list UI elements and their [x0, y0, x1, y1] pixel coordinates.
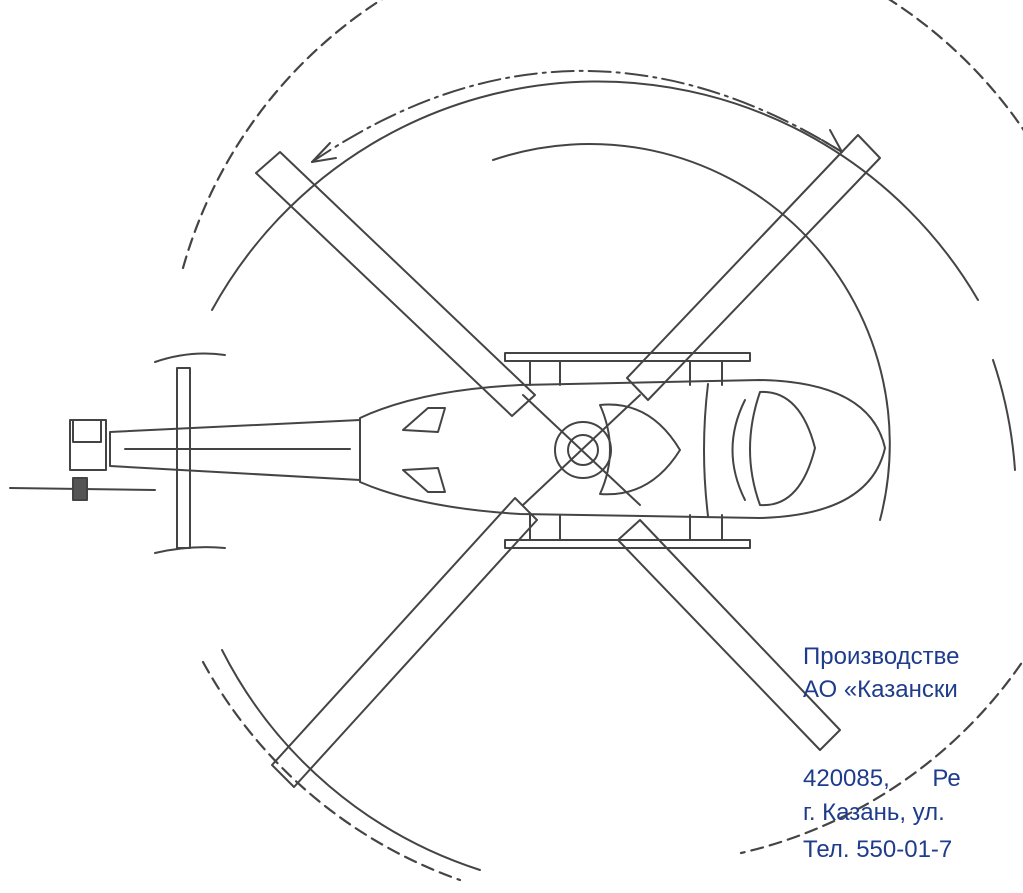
horizontal-stabilizer	[176, 367, 191, 549]
rotation-arrow-left	[311, 142, 337, 163]
rotor-blade	[617, 519, 841, 751]
rotor-blade	[255, 151, 536, 417]
rotor-disc-arc-right	[992, 359, 1016, 471]
side-window-top	[402, 407, 446, 433]
rotation-arc	[311, 69, 843, 163]
side-window-bottom	[402, 467, 446, 493]
skid-bottom-struts	[529, 514, 723, 541]
rotation-arrow-right	[821, 129, 843, 153]
tail-gearbox	[72, 419, 102, 443]
stabilizer-endplate-bottom	[154, 546, 226, 554]
rotor-hub-inner	[567, 434, 599, 466]
rotor-disc-arc	[211, 80, 979, 311]
cockpit-canopy	[749, 390, 816, 507]
cockpit-window	[731, 399, 746, 501]
stabilizer-endplate-top	[154, 352, 226, 363]
outer-dashed-clearance-arc-lower	[201, 660, 462, 882]
info-line-1: Производстве	[803, 643, 960, 670]
skid-top-struts	[529, 360, 723, 386]
rotor-blade	[271, 497, 538, 788]
rotor-hub	[554, 421, 612, 479]
info-line-5: Тел. 550-01-7	[803, 836, 953, 863]
info-line-4: г. Казань, ул.	[803, 799, 945, 826]
tail-rotor-hub	[72, 477, 88, 501]
fuselage	[359, 379, 886, 519]
info-line-3: 420085, Ре	[803, 765, 961, 792]
tail-boom	[109, 419, 361, 481]
inner-arc	[492, 142, 891, 521]
skid-top	[504, 352, 751, 362]
rotor-blades	[255, 134, 881, 788]
rotor-disc-arc-lower	[221, 649, 481, 871]
info-line-2: АО «Казански	[803, 676, 958, 703]
engine-cowl	[599, 403, 681, 496]
skid-bottom	[504, 539, 751, 549]
cockpit-frame	[703, 383, 709, 517]
outer-dashed-clearance-arc	[181, 0, 1023, 855]
rotor-blade	[626, 134, 881, 401]
hub-arms	[522, 394, 641, 506]
